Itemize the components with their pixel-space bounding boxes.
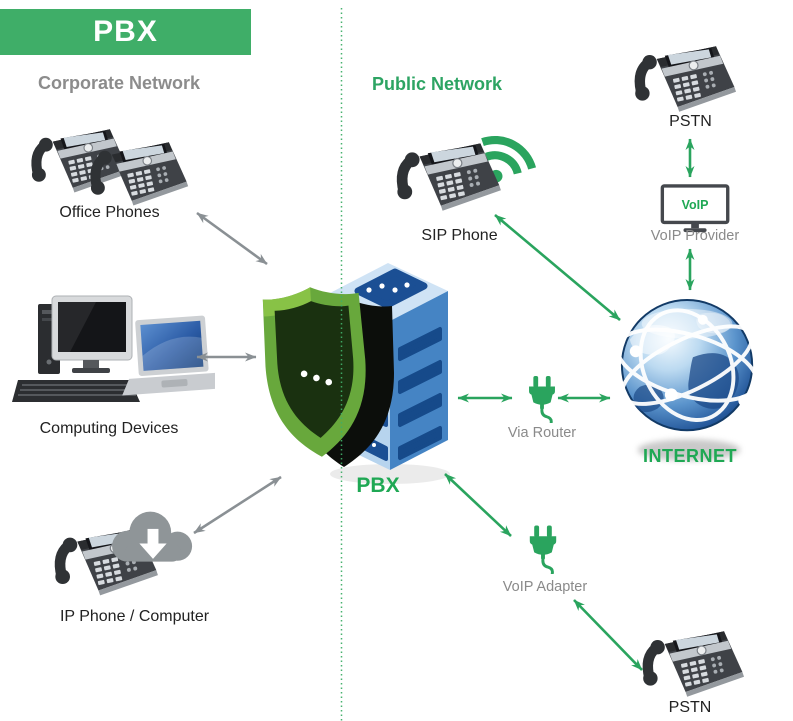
- globe-orbits: [616, 308, 759, 422]
- shield-dots: [300, 370, 333, 386]
- voip-screen-text: VoIP: [682, 198, 709, 212]
- ip-phone-computer-label: IP Phone / Computer: [59, 608, 210, 625]
- via-router-icon: [520, 375, 564, 423]
- office-phones-label: Office Phones: [59, 204, 160, 221]
- pstn-bottom-label: PSTN: [668, 699, 712, 716]
- pbx-label: PBX: [356, 474, 400, 497]
- office-phone-2: [84, 133, 192, 211]
- globe-shadow: [637, 439, 741, 461]
- internet-globe-icon: [616, 299, 759, 461]
- voip-provider-label: VoIP Provider: [650, 228, 740, 244]
- server-right-slots: [398, 327, 442, 460]
- server-shadow: [330, 464, 450, 484]
- voip-adapter-icon: [521, 524, 565, 574]
- pbx-banner-title: PBX: [93, 15, 158, 48]
- connection-pbx-shield-ip-phone-computer: [193, 475, 282, 535]
- server-top-panel: [354, 268, 428, 309]
- pstn-top-label: PSTN: [669, 113, 712, 130]
- connection-sip-phone-internet: [494, 214, 621, 321]
- pbx-banner: PBX: [0, 9, 251, 55]
- desktop-monitor-icon: [51, 295, 133, 373]
- shield-icon: [262, 287, 394, 467]
- pstn-bottom-phone-icon: [636, 622, 748, 702]
- via-router-label: Via Router: [507, 425, 577, 441]
- voip-adapter-label: VoIP Adapter: [502, 579, 588, 595]
- sip-phone-label: SIP Phone: [421, 227, 498, 244]
- laptop-icon: [122, 315, 215, 396]
- globe-nodes: [629, 314, 751, 407]
- internet-label: INTERNET: [643, 446, 737, 466]
- ip-cloud-icon: [103, 505, 203, 571]
- public-network-label: Public Network: [372, 74, 503, 94]
- corporate-network-label: Corporate Network: [38, 73, 201, 93]
- pstn-top-phone-icon: [628, 38, 740, 116]
- keyboard-icon: [12, 380, 140, 402]
- sip-phone-icon: [390, 130, 505, 220]
- computing-devices-icon: [12, 295, 215, 402]
- pbx-server-shield: [262, 263, 450, 484]
- connection-voip-adapter-pstn-bottom: [573, 599, 643, 671]
- computing-devices-label: Computing Devices: [39, 420, 179, 437]
- voip-provider-icon: VoIP: [659, 184, 733, 234]
